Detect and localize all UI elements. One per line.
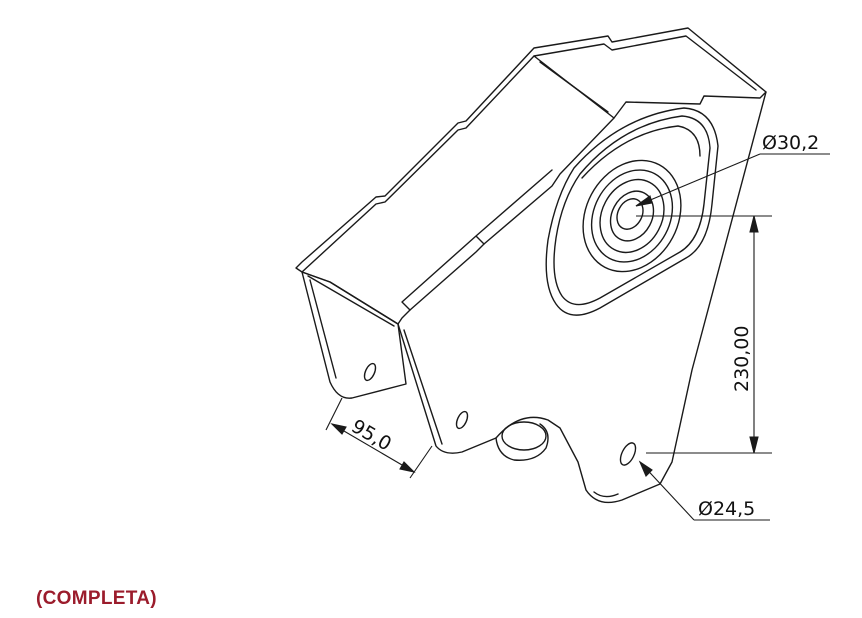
- center-distance-label: 230,00: [731, 326, 753, 392]
- bore-ring-1: [582, 159, 682, 273]
- small-hole-middle: [455, 410, 469, 430]
- mount-plate-rim: [581, 125, 701, 179]
- bore-ring-3: [599, 178, 665, 254]
- bore-ring-5: [616, 198, 644, 230]
- top-flange-inner-edge: [301, 35, 757, 273]
- vertical-arrow-top: [749, 215, 759, 233]
- bore-ring-4: [609, 190, 655, 242]
- drawing-caption: (COMPLETA): [36, 588, 157, 609]
- dimension-lines: [325, 153, 830, 521]
- technical-drawing: Ø30,2 Ø24,5 230,00 95,0: [295, 27, 830, 521]
- width-extension-2: [409, 445, 433, 479]
- lower-hole: [619, 442, 637, 466]
- bore-leader-line: [635, 153, 761, 207]
- hole-leader-arrow: [638, 460, 653, 477]
- width-dimension-line: [331, 423, 415, 473]
- left-side-plate: [301, 271, 407, 399]
- top-flange-fold-line-2: [539, 61, 609, 113]
- vertical-arrow-bottom: [749, 436, 759, 454]
- flange-width-label: 95,0: [348, 415, 396, 455]
- mount-plate-outer: [545, 107, 719, 316]
- width-arrow-2: [399, 461, 416, 473]
- bore-ring-2: [590, 169, 674, 263]
- top-flange-step: [401, 169, 553, 311]
- mount-plate-inner: [553, 115, 711, 306]
- top-flange-outline: [295, 27, 767, 325]
- lower-tube: [495, 423, 549, 461]
- width-arrow-1: [330, 423, 347, 435]
- hole-diameter-label: Ø24,5: [698, 498, 755, 520]
- bore-leader-arrow: [635, 195, 653, 207]
- bore-diameter-label: Ø30,2: [762, 132, 819, 154]
- bracket-part: [295, 27, 767, 504]
- main-plate-outline: [397, 91, 767, 504]
- main-plate-inner-edge: [403, 329, 619, 498]
- lower-tube-end: [501, 421, 547, 451]
- small-hole-left: [363, 362, 377, 382]
- left-side-plate-inner: [307, 275, 395, 379]
- width-extension-1: [325, 397, 343, 431]
